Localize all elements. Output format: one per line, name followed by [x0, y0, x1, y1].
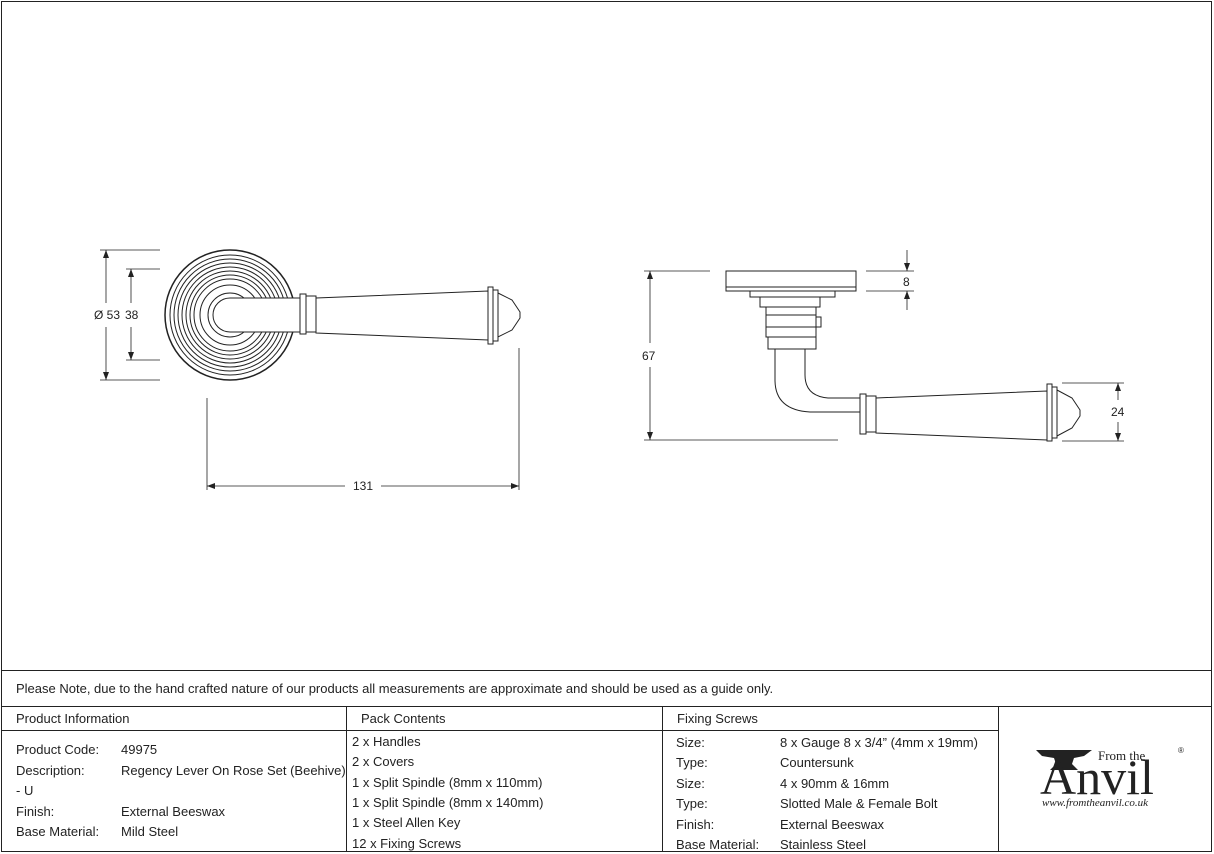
side-view	[725, 270, 1081, 442]
dim-length: 131	[353, 479, 373, 493]
product-info-value: Regency Lever On Rose Set (Beehive)	[121, 763, 346, 778]
note-rule	[1, 706, 1212, 707]
dim-lever-height: 24	[1111, 405, 1125, 419]
disclaimer-note: Please Note, due to the hand crafted nat…	[16, 681, 774, 696]
fixing-value: Countersunk	[780, 755, 854, 770]
product-info-value: - U	[16, 783, 34, 798]
fixing-label: Finish:	[676, 817, 715, 832]
side-arrowheads	[647, 263, 1121, 441]
fixing-value: Stainless Steel	[780, 837, 866, 852]
fixing-label: Base Material:	[676, 837, 760, 852]
technical-drawing: Ø 53 38 131 67 8 24	[94, 249, 1125, 493]
front-arrowheads	[103, 250, 519, 489]
product-info-label: Finish:	[16, 804, 55, 819]
fixing-value: 4 x 90mm & 16mm	[780, 776, 890, 791]
dim-height: 67	[642, 349, 656, 363]
col-divider-3	[998, 706, 999, 852]
product-information-header: Product Information	[16, 711, 130, 726]
product-info-label: Description:	[16, 763, 85, 778]
fixing-label: Type:	[676, 755, 708, 770]
fixing-label: Type:	[676, 796, 708, 811]
logo-registered-mark: ®	[1178, 746, 1184, 755]
product-info-value: Mild Steel	[121, 824, 179, 839]
fixing-value: External Beeswax	[780, 817, 885, 832]
pack-item: 2 x Covers	[352, 754, 415, 769]
fixing-label: Size:	[676, 776, 705, 791]
fixing-label: Size:	[676, 735, 705, 750]
front-dimensions	[100, 249, 520, 490]
product-info-label: Product Code:	[16, 742, 100, 757]
table-top-rule	[1, 670, 1212, 671]
product-info-value: 49975	[121, 742, 158, 757]
pack-item: 12 x Fixing Screws	[352, 836, 462, 851]
fixing-screws-header: Fixing Screws	[677, 711, 758, 726]
fixing-value: Slotted Male & Female Bolt	[780, 796, 938, 811]
side-dimensions	[644, 250, 1124, 442]
logo-brand: Anvil	[1040, 749, 1154, 805]
product-info-value: External Beeswax	[121, 804, 226, 819]
pack-item: 1 x Split Spindle (8mm x 140mm)	[352, 795, 544, 810]
anvil-icon	[1036, 750, 1092, 770]
logo-url: www.fromtheanvil.co.uk	[1042, 797, 1149, 809]
product-info-label: Base Material:	[16, 824, 100, 839]
col-divider-1	[346, 706, 347, 852]
header-rule	[1, 730, 999, 731]
pack-item: 2 x Handles	[352, 734, 421, 749]
dim-outer-diameter: Ø 53	[94, 308, 120, 322]
dim-inner-diameter: 38	[125, 308, 139, 322]
pack-item: 1 x Split Spindle (8mm x 110mm)	[352, 775, 543, 790]
lever-front-view	[230, 286, 521, 345]
fixing-value: 8 x Gauge 8 x 3/4” (4mm x 19mm)	[780, 735, 978, 750]
logo-from-the: From the	[1098, 748, 1146, 763]
pack-item: 1 x Steel Allen Key	[352, 815, 461, 830]
dim-rose-thickness: 8	[903, 275, 910, 289]
col-divider-2	[662, 706, 663, 852]
pack-contents-header: Pack Contents	[361, 711, 446, 726]
